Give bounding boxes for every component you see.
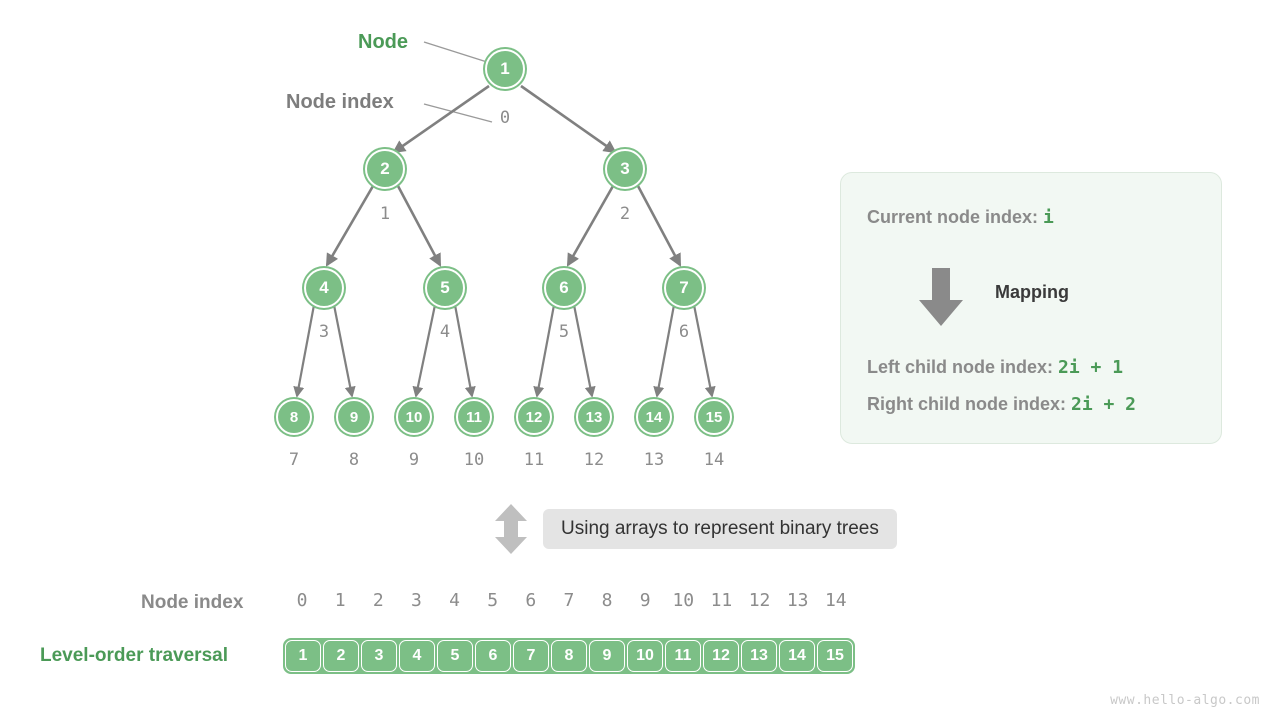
left-child-index-line: Left child node index: 2i + 1 xyxy=(867,357,1123,378)
tree-node-10[interactable]: 10 xyxy=(396,399,432,435)
array-index-row: 0 1 2 3 4 5 6 7 8 9 10 11 12 13 14 xyxy=(283,590,855,611)
level-order-traversal-label: Level-order traversal xyxy=(40,645,228,666)
tree-node-index-1: 1 xyxy=(379,204,391,224)
edge-6-13 xyxy=(653,304,676,398)
watermark: www.hello-algo.com xyxy=(1110,693,1260,708)
array-cell[interactable]: 8 xyxy=(551,640,587,672)
edge-4-9 xyxy=(412,304,437,398)
edge-1-4 xyxy=(396,185,442,267)
array-cell[interactable]: 9 xyxy=(589,640,625,672)
tree-node-1[interactable]: 1 xyxy=(485,49,525,89)
using-arrays-pill-text: Using arrays to represent binary trees xyxy=(561,518,879,539)
tree-node-index-4: 4 xyxy=(439,322,451,342)
array-cell[interactable]: 5 xyxy=(437,640,473,672)
tree-node-index-3: 3 xyxy=(318,322,330,342)
current-node-index-line: Current node index: i xyxy=(867,207,1054,228)
tree-node-index-14: 14 xyxy=(703,450,725,470)
tree-node-2[interactable]: 2 xyxy=(365,149,405,189)
tree-node-index-11: 11 xyxy=(523,450,545,470)
edge-3-7 xyxy=(293,304,316,398)
right-child-index-value: 2i + 2 xyxy=(1071,394,1137,415)
array-index-cell: 4 xyxy=(449,590,460,611)
array-index-cell: 3 xyxy=(411,590,422,611)
tree-node-4[interactable]: 4 xyxy=(304,268,344,308)
array-index-cell: 9 xyxy=(639,590,651,611)
array-node-index-label: Node index xyxy=(141,592,244,613)
edge-2-5 xyxy=(566,185,615,267)
array-cell[interactable]: 6 xyxy=(475,640,511,672)
tree-node-index-13: 13 xyxy=(643,450,665,470)
array-index-cell: 2 xyxy=(372,590,384,611)
tree-node-12[interactable]: 12 xyxy=(516,399,552,435)
tree-node-index-0: 0 xyxy=(499,108,511,128)
array-index-cell: 10 xyxy=(672,590,695,611)
tree-node-3[interactable]: 3 xyxy=(605,149,645,189)
array-index-cell: 13 xyxy=(786,590,809,611)
array-cell[interactable]: 12 xyxy=(703,640,739,672)
edge-6-14 xyxy=(692,304,716,398)
array-cell[interactable]: 13 xyxy=(741,640,777,672)
array-index-cell: 6 xyxy=(525,590,537,611)
array-index-cell: 7 xyxy=(563,590,575,611)
edge-4-10 xyxy=(453,304,476,398)
tree-node-5[interactable]: 5 xyxy=(425,268,465,308)
tree-node-index-7: 7 xyxy=(288,450,300,470)
right-child-index-line: Right child node index: 2i + 2 xyxy=(867,394,1136,415)
array-index-cell: 11 xyxy=(710,590,733,611)
array-cell[interactable]: 14 xyxy=(779,640,815,672)
down-arrow-icon xyxy=(919,268,963,326)
tree-node-index-2: 2 xyxy=(619,204,631,224)
array-cells-row: 1 2 3 4 5 6 7 8 9 10 11 12 13 14 15 xyxy=(283,638,855,674)
array-cell[interactable]: 2 xyxy=(323,640,359,672)
leader-line-node xyxy=(423,41,488,63)
tree-node-9[interactable]: 9 xyxy=(336,399,372,435)
tree-node-14[interactable]: 14 xyxy=(636,399,672,435)
tree-node-11[interactable]: 11 xyxy=(456,399,492,435)
tree-node-7[interactable]: 7 xyxy=(664,268,704,308)
up-down-arrow-icon xyxy=(495,504,527,554)
array-index-cell: 0 xyxy=(296,590,308,611)
tree-node-index-6: 6 xyxy=(678,322,690,342)
tree-node-index-10: 10 xyxy=(463,450,485,470)
callout-node-label: Node xyxy=(358,31,408,53)
tree-node-index-8: 8 xyxy=(348,450,360,470)
right-child-index-prefix: Right child node index: xyxy=(867,394,1071,414)
using-arrays-pill: Using arrays to represent binary trees xyxy=(543,509,897,549)
array-cell[interactable]: 11 xyxy=(665,640,701,672)
tree-node-index-5: 5 xyxy=(558,322,570,342)
array-cell[interactable]: 15 xyxy=(817,640,853,672)
tree-node-15[interactable]: 15 xyxy=(696,399,732,435)
tree-node-index-12: 12 xyxy=(583,450,605,470)
tree-node-index-9: 9 xyxy=(408,450,420,470)
edge-5-12 xyxy=(572,304,596,398)
array-index-cell: 12 xyxy=(748,590,771,611)
array-index-cell: 1 xyxy=(334,590,346,611)
array-cell[interactable]: 7 xyxy=(513,640,549,672)
array-index-cell: 8 xyxy=(601,590,613,611)
edge-2-6 xyxy=(636,185,682,267)
edge-3-8 xyxy=(332,304,356,398)
mapping-label: Mapping xyxy=(995,282,1069,302)
mapping-info-panel: Current node index: i Mapping Left child… xyxy=(840,172,1222,444)
callout-node-index-label: Node index xyxy=(286,91,394,113)
array-cell[interactable]: 4 xyxy=(399,640,435,672)
current-node-index-value: i xyxy=(1043,207,1054,228)
array-index-cell: 5 xyxy=(487,590,499,611)
edge-0-2 xyxy=(520,84,617,154)
array-cell[interactable]: 3 xyxy=(361,640,397,672)
edge-5-11 xyxy=(533,304,556,398)
array-index-cell: 14 xyxy=(824,590,847,611)
tree-node-8[interactable]: 8 xyxy=(276,399,312,435)
left-child-index-prefix: Left child node index: xyxy=(867,357,1059,377)
array-cell[interactable]: 10 xyxy=(627,640,663,672)
leader-line-node-index xyxy=(423,103,493,123)
left-child-index-value: 2i + 1 xyxy=(1058,357,1124,378)
edge-1-3 xyxy=(325,185,375,267)
array-cell[interactable]: 1 xyxy=(285,640,321,672)
current-node-index-prefix: Current node index: xyxy=(867,207,1044,227)
tree-node-13[interactable]: 13 xyxy=(576,399,612,435)
edge-0-1 xyxy=(392,84,490,154)
tree-node-6[interactable]: 6 xyxy=(544,268,584,308)
